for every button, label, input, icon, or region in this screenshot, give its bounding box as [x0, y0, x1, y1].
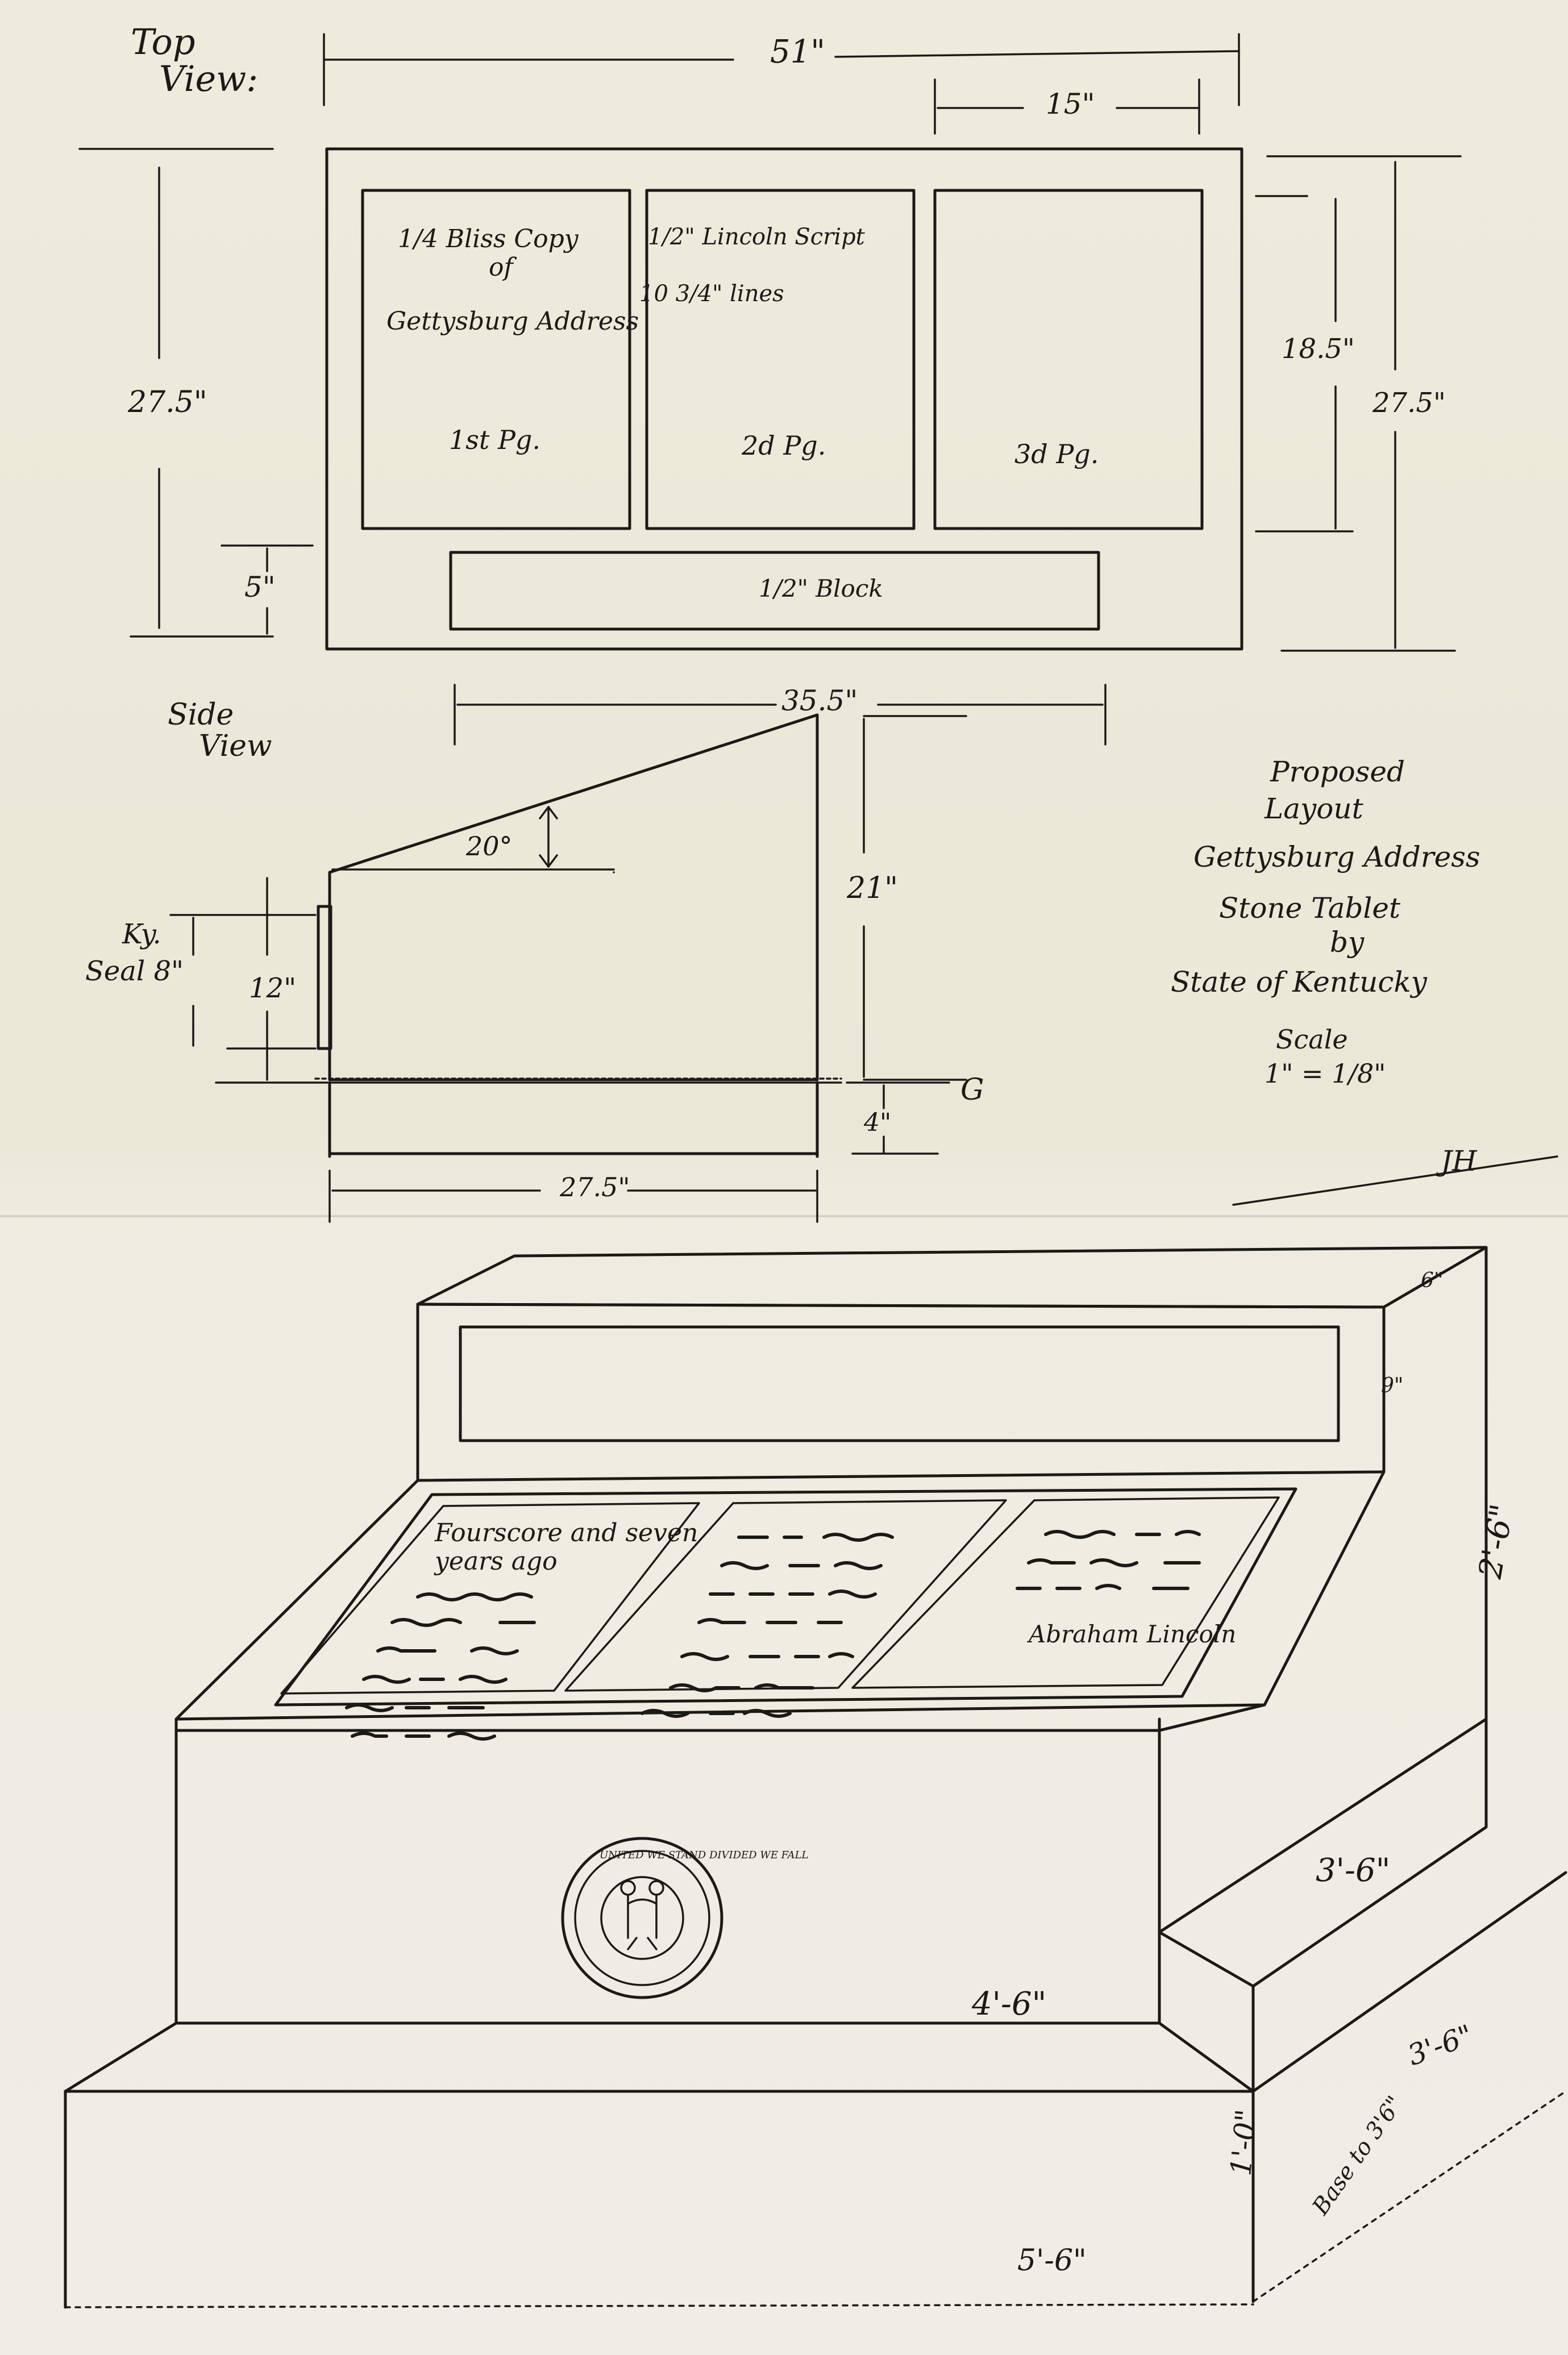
- seal-motto: UNITED WE STAND DIVIDED WE FALL: [600, 1849, 809, 1861]
- title-line-1: Proposed: [1270, 755, 1405, 788]
- side-view-title-2: View: [199, 729, 272, 763]
- dim-panel-height: 18.5": [1282, 333, 1355, 365]
- panel2-script-lines: [640, 1533, 894, 1718]
- dim-base-note: Base to 3'6": [1307, 2091, 1408, 2220]
- perspective-panel-3: [851, 1496, 1280, 1689]
- top-view-panel-1: [361, 189, 631, 530]
- dim-base-width-perspective: 5'-6": [1017, 2244, 1087, 2278]
- panel2-lines-text: 10 3/4" lines: [639, 281, 784, 307]
- seal-label-ky: Ky.: [122, 918, 161, 950]
- panel1-of-text: of: [489, 253, 517, 282]
- dim-header-height: 9": [1381, 1374, 1403, 1397]
- panel2-page-label: 2d Pg.: [741, 430, 826, 461]
- top-view-outline: [325, 147, 1243, 651]
- panel1-opening-line-2: years ago: [434, 1547, 558, 1576]
- title-line-2: Layout: [1264, 792, 1364, 825]
- dim-total-height: 2'-6": [1472, 1501, 1521, 1582]
- panel2-script-text: 1/2" Lincoln Script: [648, 224, 866, 250]
- panel3-page-label: 3d Pg.: [1014, 439, 1099, 469]
- panel3-script-lines: [1016, 1530, 1201, 1590]
- perspective-panel-2: [564, 1499, 1007, 1692]
- perspective-panel-1: [280, 1502, 700, 1695]
- drafter-initials: JH: [1436, 1145, 1478, 1178]
- side-view: Side View 35.5" 20° 21" G: [85, 684, 1107, 1223]
- side-profile: [328, 713, 819, 1081]
- scale-value: 1" = 1/8": [1265, 1058, 1386, 1089]
- dim-base-height-perspective: 1'-0": [1224, 2108, 1263, 2177]
- dim-base-width: 27.5": [559, 1172, 630, 1203]
- base-top-face: [64, 2021, 1255, 2093]
- title-block: Proposed Layout Gettysburg Address Stone…: [1171, 755, 1558, 1206]
- title-line-6: State of Kentucky: [1171, 966, 1428, 998]
- dim-height: 21": [846, 871, 898, 905]
- panel1-page-label: 1st Pg.: [449, 425, 540, 455]
- side-view-title: Side: [168, 698, 234, 732]
- seal-label-size: Seal 8": [85, 955, 184, 987]
- scale-label: Scale: [1276, 1024, 1348, 1055]
- dim-body-width: 4'-6": [971, 1986, 1046, 2023]
- panel1-script-lines: [345, 1592, 536, 1741]
- title-line-3: Gettysburg Address: [1193, 841, 1480, 873]
- top-view-title: Top: [131, 21, 196, 63]
- dim-top-length: 35.5": [781, 684, 858, 717]
- top-view-panel-3: [933, 189, 1204, 530]
- perspective-view: Fourscore and seven years ago Abraham Li…: [64, 1246, 1567, 2309]
- panel1-title-text: Gettysburg Address: [386, 307, 639, 336]
- dim-panel-width: 15": [1046, 88, 1095, 120]
- dim-base-height: 4": [863, 1108, 891, 1137]
- top-view-panel-2: [645, 189, 916, 530]
- dim-base-depth: 3'-6": [1403, 2019, 1477, 2073]
- top-view: Top View: 51" 15" 1/4 Bliss Copy of Gett…: [78, 21, 1462, 652]
- block-label: 1/2" Block: [759, 575, 883, 602]
- body-side-face: [1158, 1717, 1488, 1988]
- dim-overall-width: 51": [770, 34, 825, 70]
- title-line-5: by: [1330, 926, 1365, 959]
- kentucky-seal: UNITED WE STAND DIVIDED WE FALL: [561, 1837, 809, 1999]
- header-top-face: [416, 1246, 1488, 1309]
- panel1-opening-line: Fourscore and seven: [434, 1518, 698, 1547]
- header-name-panel: [459, 1325, 1340, 1442]
- dim-depth-left: 27.5": [127, 385, 207, 419]
- lincoln-signature: Abraham Lincoln: [1026, 1620, 1236, 1648]
- dim-body-depth: 3'-6": [1316, 1852, 1390, 1889]
- dim-block-height: 5": [244, 571, 276, 604]
- title-line-4: Stone Tablet: [1219, 892, 1401, 925]
- top-view-title-2: View:: [159, 58, 258, 99]
- slope-inner: [274, 1487, 1297, 1707]
- top-view-block: [449, 551, 1100, 631]
- dim-depth-right: 27.5": [1372, 387, 1446, 419]
- seal-plate: [317, 905, 332, 1050]
- ground-mark: G: [960, 1073, 984, 1107]
- dim-header-depth: 6": [1421, 1269, 1443, 1292]
- dim-angle: 20°: [465, 831, 513, 862]
- dim-seal-height: 12": [249, 972, 296, 1004]
- panel1-copy-text: 1/4 Bliss Copy: [398, 224, 579, 253]
